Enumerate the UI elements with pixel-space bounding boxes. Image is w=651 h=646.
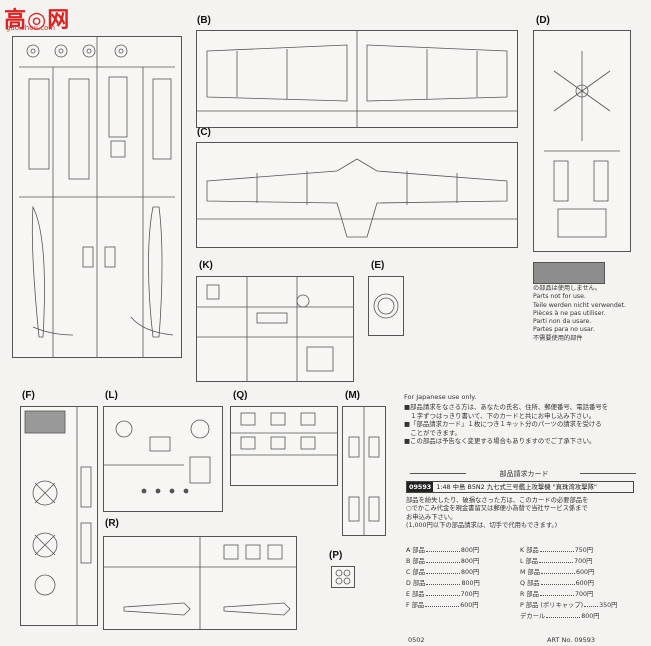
- sprue-c-frame: [196, 142, 518, 248]
- part-label-r: (R): [105, 518, 119, 529]
- japanese-use-only-text: For Japanese use only.: [404, 393, 477, 401]
- notice-line: Teile werden nicht verwendet.: [533, 301, 626, 309]
- part-label-d: (D): [536, 15, 550, 26]
- sprue-l-frame: [103, 406, 223, 512]
- logo-main-text: 高◎网: [4, 8, 71, 33]
- sprue-k-drawing: [197, 277, 353, 381]
- note-line: ■「部品請求カード」１枚につき１キット分のパーツの請求を受ける: [404, 420, 602, 429]
- sprue-p-frame: [331, 566, 355, 588]
- sprue-d-frame: [533, 30, 631, 252]
- card-instructions: 部品を紛失したり、破損なさった方は、このカードの必要部品を ○でかこみ代金を現金…: [406, 497, 636, 531]
- sprue-e-frame: [368, 276, 404, 336]
- logo-url-text: gao.shou.com: [6, 24, 56, 32]
- sprue-a-frame: [12, 36, 182, 358]
- notice-line: Pièces à ne pas utiliser.: [533, 309, 606, 317]
- card-kit-name: 1:48 中島 B5N2 九七式三号艦上攻撃機 "真珠湾攻撃隊": [436, 483, 597, 491]
- site-logo: 高◎网 gao.shou.com: [2, 2, 72, 34]
- part-label-k: (K): [199, 260, 213, 271]
- card-kit-code: 09593: [407, 482, 434, 492]
- unused-parts-swatch: [533, 262, 605, 284]
- parts-request-notes: ■部品請求をなさる方は、あなたの氏名、住所、郵便番号、電話番号を １字ずつはっき…: [404, 403, 644, 446]
- part-label-c: (C): [197, 127, 211, 138]
- card-body-line: (1,000円以下の部品請求は、切手で代用もできます。): [406, 522, 558, 530]
- sprue-q-drawing: [231, 412, 337, 456]
- card-title-rule-left: [410, 473, 466, 474]
- art-number: ART No. 09593: [547, 636, 596, 644]
- card-body-line: 部品を紛失したり、破損なさった方は、このカードの必要部品を: [406, 497, 589, 504]
- sprue-r-drawing: [104, 537, 296, 629]
- notice-line: 不需要使用的部件: [533, 334, 583, 342]
- sprue-e-drawing: [373, 293, 399, 319]
- sprue-k-frame: [196, 276, 354, 382]
- notice-line: の部品は使用しません。: [533, 285, 601, 292]
- sprue-r-frame: [103, 536, 297, 630]
- part-label-m: (M): [345, 390, 360, 401]
- card-body-line: お申込み下さい。: [406, 513, 457, 521]
- part-label-f: (F): [22, 390, 35, 401]
- part-label-l: (L): [105, 390, 118, 401]
- card-body-line: ○でかこみ代金を現金書留又は郵便小為替で当社サービス係まで: [406, 505, 588, 513]
- unused-parts-notice: の部品は使用しません。 Parts not for use. Teile wer…: [533, 285, 643, 343]
- sprue-m-frame: [342, 406, 386, 536]
- sprue-b-frame: [196, 30, 518, 128]
- sprue-a-drawing: [19, 37, 175, 357]
- sprue-d-drawing: [544, 51, 620, 238]
- sprue-f-drawing: [24, 407, 92, 625]
- note-line: ことができます。: [404, 428, 461, 437]
- notice-line: Partes para no usar.: [533, 326, 595, 334]
- sprue-b-drawing: [197, 31, 517, 127]
- notice-line: Parts not for use.: [533, 293, 586, 301]
- note-line: ■この部品は予告なく変更する場合もありますのでご了承下さい。: [404, 437, 596, 446]
- note-line: １字ずつはっきり書いて、下のカードと共にお申し込み下さい。: [404, 411, 596, 420]
- sprue-p-drawing: [335, 569, 351, 585]
- sprue-m-drawing: [348, 407, 380, 535]
- sprue-q-frame: [230, 406, 338, 486]
- sprue-f-frame: [20, 406, 98, 626]
- note-line: ■部品請求をなさる方は、あなたの氏名、住所、郵便番号、電話番号を: [404, 403, 609, 411]
- part-label-e: (E): [371, 260, 385, 271]
- card-title: 部品請求カード: [499, 470, 549, 478]
- sprue-l-drawing: [104, 419, 211, 494]
- sprue-c-drawing: [197, 158, 517, 238]
- part-label-p: (P): [329, 550, 343, 561]
- part-label-q: (Q): [233, 390, 248, 401]
- footer-code: 0502: [408, 636, 425, 644]
- card-title-rule-right: [580, 473, 636, 474]
- price-row-p: P 部品 (ポリキャップ)350円: [520, 602, 618, 609]
- part-label-b: (B): [197, 15, 211, 26]
- notice-line: Parti non da usare.: [533, 318, 592, 326]
